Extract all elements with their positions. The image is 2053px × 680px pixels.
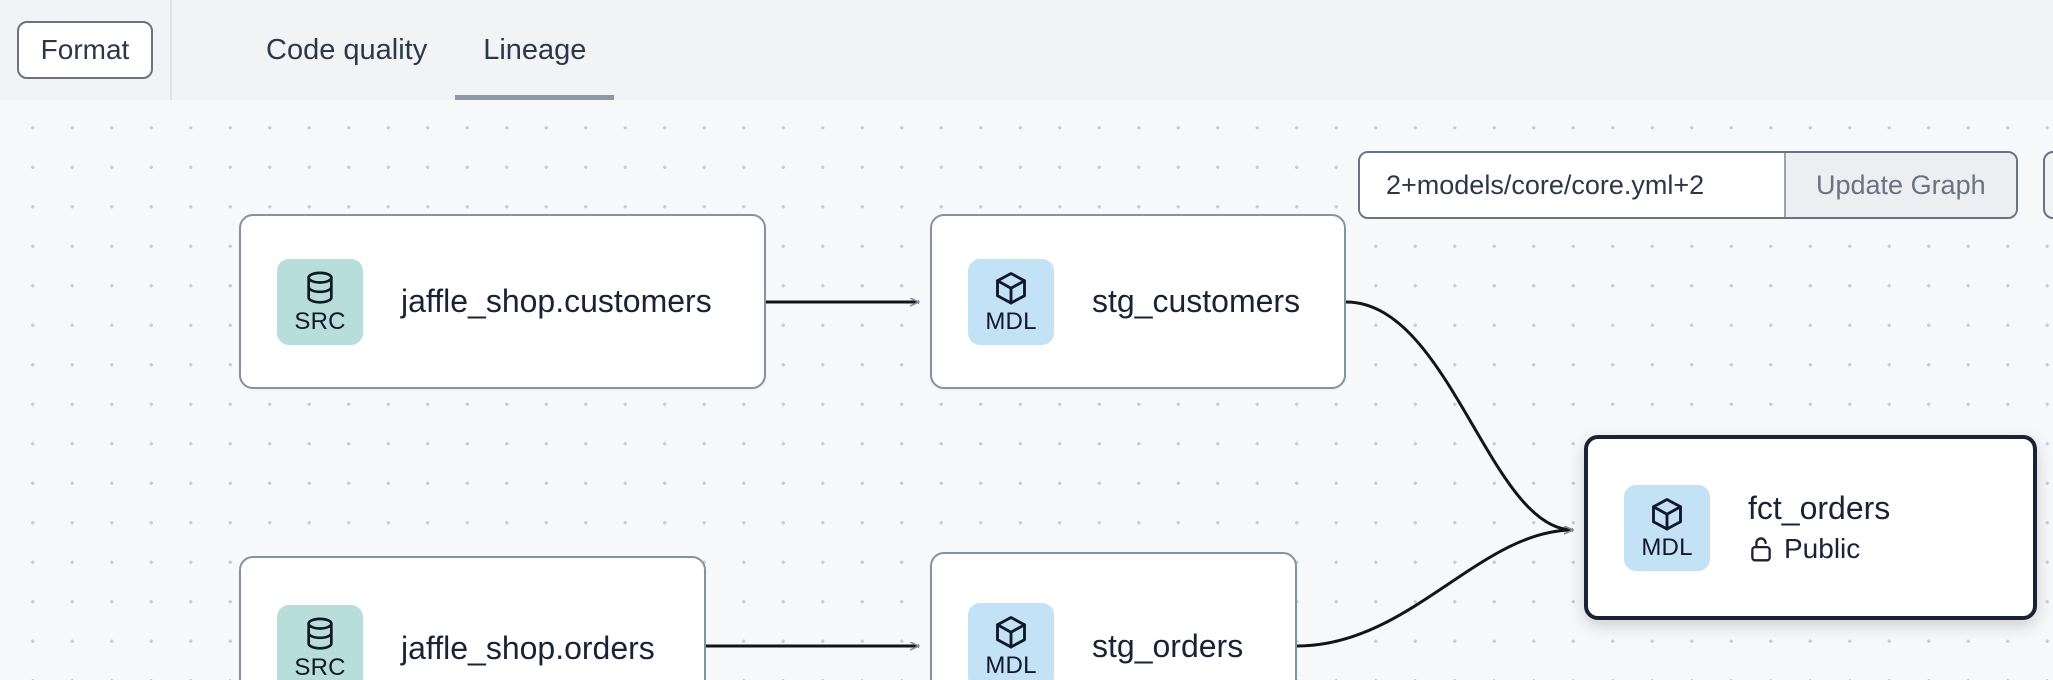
- node-access-status: Public: [1748, 533, 1890, 565]
- graph-toolbar-overflow-panel[interactable]: [2043, 151, 2053, 219]
- node-type-badge-src: SRC: [277, 258, 363, 345]
- database-icon: [303, 270, 337, 308]
- node-title: fct_orders: [1748, 490, 1891, 527]
- node-type-label: MDL: [985, 307, 1037, 335]
- node-body: jaffle_shop.customers: [401, 283, 712, 320]
- node-type-badge-mdl: MDL: [968, 258, 1054, 345]
- tab-list: Code quality Lineage: [238, 0, 615, 100]
- node-title: stg_orders: [1092, 627, 1244, 664]
- node-type-badge-src: SRC: [277, 605, 363, 680]
- graph-selector-toolbar: Update Graph: [1358, 151, 2018, 219]
- edge-layer: [706, 100, 2053, 680]
- node-fct-orders[interactable]: MDL fct_orders Public: [1584, 435, 2037, 620]
- tab-code-quality[interactable]: Code quality: [266, 33, 428, 66]
- node-title: jaffle_shop.orders: [401, 629, 655, 666]
- node-type-badge-mdl: MDL: [1624, 484, 1710, 571]
- node-title: stg_customers: [1092, 283, 1301, 320]
- graph-selector-input[interactable]: [1360, 153, 1784, 217]
- node-jaffle-shop-orders[interactable]: SRC jaffle_shop.orders: [239, 556, 706, 680]
- node-jaffle-shop-customers[interactable]: SRC jaffle_shop.customers: [239, 214, 766, 389]
- node-type-label: MDL: [985, 652, 1037, 679]
- node-access-label: Public: [1784, 532, 1861, 564]
- node-body: jaffle_shop.orders: [401, 630, 655, 667]
- node-type-label: MDL: [1641, 533, 1693, 561]
- header-bar: Format Code quality Lineage: [0, 0, 2053, 100]
- node-stg-customers[interactable]: MDL stg_customers: [930, 214, 1346, 389]
- cube-icon: [993, 614, 1029, 652]
- unlock-icon: [1748, 535, 1774, 563]
- node-stg-orders[interactable]: MDL stg_orders: [930, 552, 1297, 680]
- database-icon: [303, 616, 337, 654]
- update-graph-button[interactable]: Update Graph: [1784, 153, 2016, 217]
- node-title: jaffle_shop.customers: [401, 283, 712, 320]
- cube-icon: [993, 270, 1029, 308]
- cube-icon: [1649, 496, 1685, 534]
- lineage-canvas[interactable]: SRC jaffle_shop.customers SRC jaffle_sh: [0, 100, 2053, 680]
- node-body: stg_orders: [1092, 628, 1243, 665]
- tab-lineage[interactable]: Lineage: [455, 0, 615, 100]
- node-type-label: SRC: [294, 654, 346, 680]
- node-type-badge-mdl: MDL: [968, 603, 1054, 680]
- edge-stg-orders-to-fct: [1296, 530, 1573, 648]
- format-button[interactable]: Format: [16, 21, 154, 79]
- edge-stg-customers-to-fct: [1345, 300, 1573, 530]
- node-type-label: SRC: [294, 307, 346, 335]
- header-left-section: Format: [0, 0, 172, 100]
- node-body: stg_customers: [1092, 283, 1300, 320]
- node-body: fct_orders Public: [1748, 490, 1890, 565]
